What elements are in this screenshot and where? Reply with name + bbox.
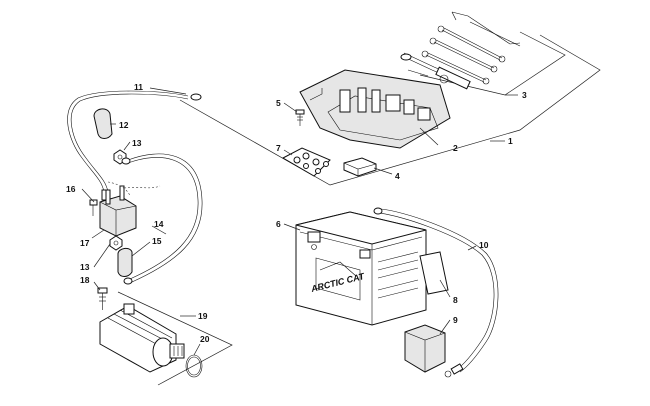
foam-pad-small <box>343 157 377 177</box>
tray-bolt <box>295 109 305 126</box>
callout-18: 18 <box>80 275 90 285</box>
callout-4: 4 <box>395 171 400 181</box>
leader-lines <box>81 87 477 356</box>
callout-11: 11 <box>134 82 143 92</box>
o-ring <box>185 354 203 378</box>
callout-19: 19 <box>198 311 208 321</box>
callout-5: 5 <box>276 98 281 108</box>
callout-13: 13 <box>132 138 142 148</box>
callout-3: 3 <box>522 90 527 100</box>
callout-1: 1 <box>508 136 513 146</box>
solenoid-screw <box>89 199 98 216</box>
callout-16: 16 <box>66 184 76 194</box>
callout-10: 10 <box>479 240 489 250</box>
callout-7: 7 <box>276 143 281 153</box>
hex-nut-lower <box>109 235 123 251</box>
callout-6: 6 <box>276 219 281 229</box>
foam-pad-large <box>404 324 446 373</box>
callout-17: 17 <box>80 238 90 248</box>
starter-bolt <box>97 287 108 310</box>
starter-cable <box>121 153 203 285</box>
callout-labels: 1 2 3 4 5 6 7 8 9 10 11 12 13 13 14 15 1… <box>66 82 527 344</box>
callout-20: 20 <box>200 334 210 344</box>
callout-15: 15 <box>152 236 162 246</box>
callout-13-lower: 13 <box>80 262 90 272</box>
callout-9: 9 <box>453 315 458 325</box>
ground-cable <box>67 90 202 207</box>
battery-cable <box>373 207 499 378</box>
battery: ARCTIC CAT <box>295 211 427 326</box>
starter-solenoid <box>99 181 161 237</box>
callout-2: 2 <box>453 143 458 153</box>
battery-label <box>419 251 449 295</box>
callout-12: 12 <box>119 120 129 130</box>
starter-motor <box>99 303 185 373</box>
tool-kit <box>400 11 521 90</box>
tool-tray <box>299 69 451 149</box>
starter-boot <box>117 247 133 277</box>
callout-8: 8 <box>453 295 458 305</box>
hardware-kit <box>281 147 331 177</box>
terminal-boot <box>93 108 113 139</box>
callout-14: 14 <box>154 219 164 229</box>
